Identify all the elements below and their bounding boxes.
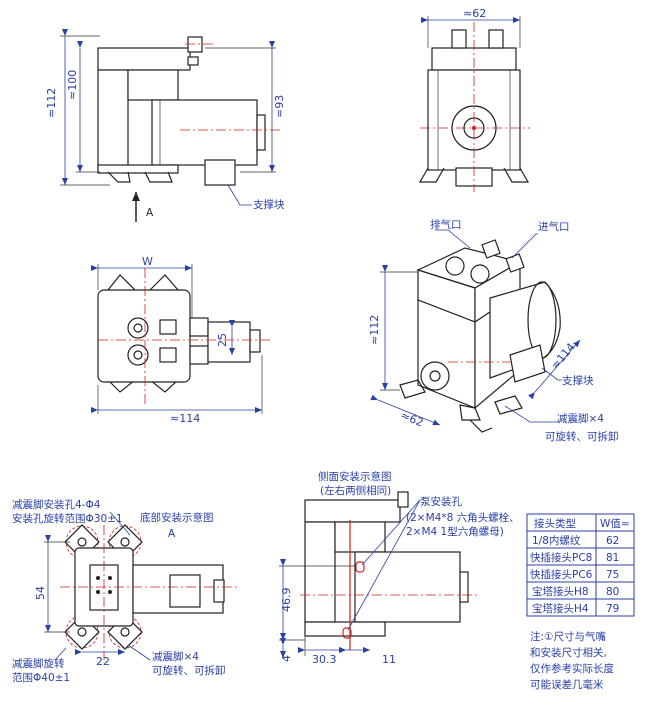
connector-table: 接头类型 W值≈ 1/8内螺纹 62 快插接头PC8 81 快插接头PC6 75… <box>526 513 635 617</box>
side-height2-label: ≈100 <box>66 70 79 100</box>
bottom-54-label: 54 <box>34 586 47 600</box>
iso-view: ≈112 ≈114 ≈62 排气口 进气口 支撑块 减震脚×4 可旋转、可拆卸 <box>368 218 619 443</box>
note-line4: 可能误差几毫米 <box>530 678 604 691</box>
pump-upper-right <box>127 69 179 101</box>
side-install-title: 侧面安装示意图 <box>318 470 392 483</box>
top-spacing-label: 25 <box>216 333 229 347</box>
damper-x4-label: 减震脚×4 <box>557 412 604 425</box>
damper-rot-range-label: 减震脚旋转 <box>12 657 65 670</box>
pump-holes-sub2: 2×M4 1型六角螺母) <box>406 525 504 538</box>
side-install-head <box>304 499 401 523</box>
bottom-install-label: 底部安装示意图 <box>140 511 214 524</box>
table-cell: 快插接头PC6 <box>530 568 593 581</box>
table-cell: 80 <box>606 586 619 598</box>
top-view: W ≈114 25 <box>91 255 270 425</box>
damper-x4-b-label: 减震脚×4 <box>152 650 199 663</box>
front-height-label: ≈93 <box>273 95 286 118</box>
front-view: ≈62 <box>418 7 530 192</box>
pump-head-top <box>97 47 191 71</box>
table-cell: 75 <box>606 569 619 581</box>
side-46-label: 46.9 <box>280 588 293 613</box>
note-line1: 注:①尺寸与气嘴 <box>530 630 606 643</box>
support-label: 支撑块 <box>253 198 285 211</box>
table-cell: 1/8内螺纹 <box>532 534 581 547</box>
note-line3: 仅作参考实际长度 <box>530 662 614 675</box>
top-width-label: W <box>142 255 153 268</box>
damper-holes-label: 减震脚安装孔4-Φ4 <box>12 498 101 511</box>
iso-width-label: ≈62 <box>399 409 425 430</box>
table-cell: 79 <box>606 603 619 615</box>
support-iso-label: 支撑块 <box>562 374 594 387</box>
side-11-label: 11 <box>382 653 396 666</box>
arrow-a-label: A <box>146 207 154 219</box>
rotatable-b-label: 可旋转、可拆卸 <box>152 664 226 677</box>
intake-label: 进气口 <box>538 220 570 233</box>
top-motor <box>207 321 251 363</box>
table-cell: 81 <box>606 552 619 564</box>
table-header-type: 接头类型 <box>534 517 576 530</box>
side-30-label: 30.3 <box>312 653 337 666</box>
exhaust-label: 排气口 <box>430 218 462 231</box>
table-cell: 宝塔接头H8 <box>532 585 589 598</box>
rotatable-label: 可旋转、可拆卸 <box>545 430 619 443</box>
bottom-motor <box>132 564 224 614</box>
bottom-view: 54 22 减震脚安装孔4-Φ4 安装孔旋转范围Φ30±1 底部安装示意图 A … <box>12 498 240 684</box>
pump-body <box>97 69 129 171</box>
note-line2: 和安装尺寸相关, <box>530 646 607 659</box>
table-header-w: W值≈ <box>600 517 630 530</box>
side-install-view: 46.9 4 30.3 11 侧面安装示意图 (左右两侧相同) 泵安装孔 (2×… <box>279 470 520 666</box>
table-cell: 快插接头PC8 <box>530 551 592 564</box>
bottom-a-label: A <box>168 528 176 540</box>
motor-body <box>151 99 258 166</box>
damper-rot-range2-label: 范围Φ40±1 <box>12 671 70 684</box>
side-install-motor <box>354 551 461 623</box>
pump-holes-sub1: (2×M4*8 六角头螺栓、 <box>406 511 520 524</box>
bottom-22-label: 22 <box>96 655 110 668</box>
fitting-top-2 <box>187 56 199 66</box>
support-block-side <box>204 159 236 186</box>
side-height-label: ≈112 <box>45 88 58 118</box>
table-cell: 62 <box>606 535 619 547</box>
top-length-label: ≈114 <box>170 412 200 425</box>
fitting-top <box>187 36 203 53</box>
note-block: 注:①尺寸与气嘴 和安装尺寸相关, 仅作参考实际长度 可能误差几毫米 <box>530 630 614 691</box>
rotation-range-label: 安装孔旋转范围Φ30±1 <box>12 512 123 525</box>
side-4-label: 4 <box>280 655 293 662</box>
front-width-label: ≈62 <box>463 7 486 20</box>
pump-holes-label: 泵安装孔 <box>420 495 462 508</box>
motor-end <box>256 114 266 151</box>
side-view: ≈112 ≈100 ≈93 A 支撑块 <box>45 29 286 222</box>
table-cell: 宝塔接头H4 <box>532 602 589 615</box>
side-install-sub: (左右两侧相同) <box>320 484 391 497</box>
iso-height-label: ≈112 <box>368 315 381 345</box>
